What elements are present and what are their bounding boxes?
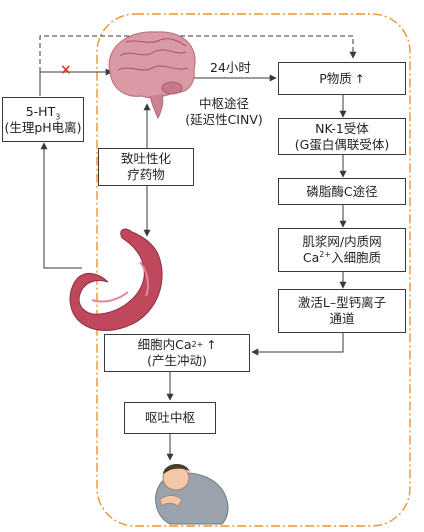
emetic-drug-line1: 致吐性化 [120, 151, 171, 166]
l-type-line2: 通道 [329, 311, 355, 326]
ht3-label-base: 5-HT [25, 103, 56, 119]
ht3-to-brain-arrow [39, 68, 113, 96]
dashed-feedback-connector [39, 35, 357, 96]
increase-arrow-icon: ↑ [206, 338, 217, 352]
ht3-box: 5-HT3 (生理pH电离) [2, 97, 84, 142]
nk1-receptor-box: NK-1受体 (G蛋白偶联受体) [278, 118, 406, 155]
stomach-illustration [69, 228, 163, 331]
ht3-label-line2: (生理pH电离) [4, 119, 82, 135]
nk1-line2: (G蛋白偶联受体) [294, 136, 390, 152]
emetic-drug-box: 致吐性化 疗药物 [98, 148, 194, 186]
sr-er-line2-base: Ca [302, 250, 320, 265]
plc-pathway-box: 磷脂酶C途径 [278, 178, 406, 205]
sr-er-line2-rest: 入细胞质 [331, 250, 382, 265]
l-type-line1: 激活L–型钙离子 [297, 295, 387, 310]
central-pathway-label: 中枢途径 (延迟性CINV) [180, 96, 268, 128]
sr-er-calcium-box: 肌浆网/内质网 Ca2+入细胞质 [278, 228, 406, 272]
nk1-line1: NK-1受体 [315, 120, 369, 136]
plc-label: 磷脂酶C途径 [306, 183, 378, 199]
sr-er-line1: 肌浆网/内质网 [302, 234, 382, 249]
increase-arrow-icon: ↑ [354, 71, 365, 86]
hours-label: 24小时 [210, 60, 251, 75]
intracellular-ca-base: 细胞内Ca [137, 337, 192, 352]
central-pathway-line2: (延迟性CINV) [185, 112, 263, 127]
patient-illustration [155, 463, 229, 525]
sr-er-line2-sup: 2+ [319, 249, 332, 259]
intracellular-ca-line2: (产生冲动) [147, 353, 207, 368]
stomach-to-ht3-arrow [40, 142, 82, 269]
brain-illustration [108, 31, 196, 120]
block-mark: × [60, 62, 72, 78]
vomiting-center-box: 呕吐中枢 [124, 402, 216, 434]
central-pathway-line1: 中枢途径 [198, 96, 249, 111]
vomiting-center-label: 呕吐中枢 [144, 410, 195, 425]
p-substance-label: P物质 [319, 70, 352, 86]
central-region-outline [96, 13, 411, 527]
ht3-label-sub: 3 [55, 112, 61, 121]
l-type-channel-box: 激活L–型钙离子 通道 [278, 289, 406, 333]
l-type-to-ca-arrow [251, 333, 344, 356]
p-substance-box: P物质 ↑ [278, 62, 406, 95]
emetic-drug-line2: 疗药物 [127, 167, 165, 182]
